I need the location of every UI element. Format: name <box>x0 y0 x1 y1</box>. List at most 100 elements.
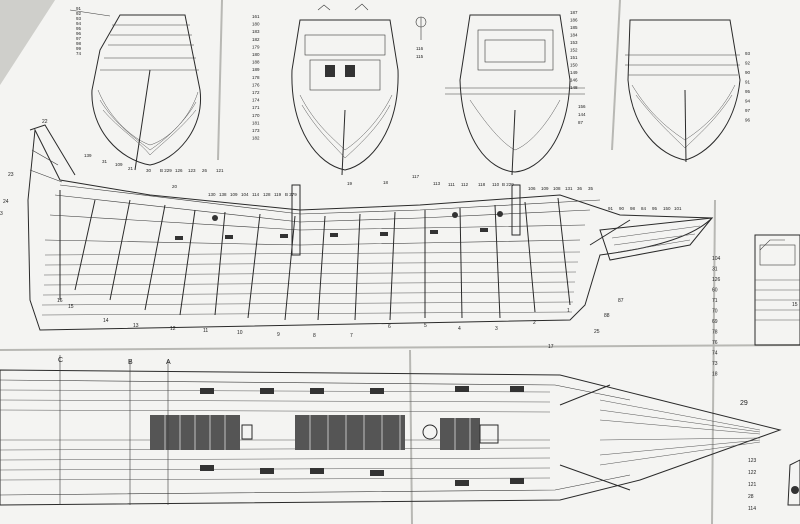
callout-label: 21 <box>128 166 134 171</box>
callout-label: B 229 <box>502 182 514 187</box>
bow-side-detail <box>754 234 800 346</box>
callout-label: 97 <box>745 108 751 113</box>
callout-label: 15 <box>68 304 74 310</box>
callout-label: 1 <box>567 308 570 314</box>
callout-label: 99 <box>76 46 82 51</box>
callout-label: 146 <box>570 78 578 83</box>
callout-label: 121 <box>748 482 757 488</box>
callout-label: 101 <box>674 206 682 211</box>
callout-label: 94 <box>76 21 82 26</box>
callout-label: 95 <box>76 26 82 31</box>
callout-label: 28 <box>748 494 754 500</box>
callout-label: 131 <box>565 186 573 191</box>
callout-label: 109 <box>541 186 549 191</box>
callout-label: 91 <box>76 6 82 11</box>
callout-label: 71 <box>712 298 718 304</box>
callout-label: 130 <box>208 192 216 197</box>
callout-label: 19 <box>347 181 353 186</box>
callout-label: 180 <box>252 52 260 57</box>
callout-label: 108 <box>553 186 561 191</box>
callout-label: 126 <box>175 168 183 173</box>
fold-line <box>611 0 621 151</box>
callout-label: 116 <box>416 46 424 51</box>
callout-label: 112 <box>461 182 469 187</box>
callout-label: 98 <box>630 206 636 211</box>
callout-label: 23 <box>8 172 14 178</box>
callout-label: 69 <box>712 319 718 325</box>
callout-label: 92 <box>745 61 751 66</box>
callout-label: 98 <box>76 41 82 46</box>
callout-label: 6 <box>388 324 391 330</box>
callout-label: 25 <box>594 329 600 335</box>
callout-label: 176 <box>252 82 260 87</box>
stern-top-callout: 22 <box>42 119 48 125</box>
callout-label: 60 <box>712 288 718 294</box>
callout-label: 185 <box>570 25 578 30</box>
callout-label: 180 <box>252 22 260 27</box>
callout-label: 187 <box>570 10 578 15</box>
callout-label: 76 <box>712 340 718 346</box>
callout-label: 144 <box>578 112 586 117</box>
callout-label: 104 <box>712 256 721 262</box>
callout-label: 110 <box>492 182 500 187</box>
bow-side-right-callout: 15 <box>792 302 798 308</box>
callout-label: 2 <box>533 320 536 326</box>
callout-label: B <box>128 359 133 366</box>
stern-view-2 <box>291 3 399 176</box>
callout-label: 3 <box>0 211 3 217</box>
callout-label: 123 <box>748 458 757 464</box>
callout-label: 181 <box>252 120 260 125</box>
callout-label: 26 <box>202 168 208 173</box>
callout-label: 5 <box>424 323 427 329</box>
deck-plan <box>0 355 782 506</box>
callout-label: 173 <box>252 128 260 133</box>
callout-label: 114 <box>252 192 260 197</box>
callout-label: 15 <box>792 302 798 308</box>
callout-label: 156 <box>578 104 586 109</box>
callout-label: 16 <box>57 298 63 304</box>
callout-label: 138 <box>219 192 227 197</box>
callout-label: 12 <box>170 326 176 332</box>
callout-label: 126 <box>712 277 721 283</box>
callout-label: 111 <box>448 182 455 187</box>
callout-label: 184 <box>570 33 578 38</box>
callout-label: 4 <box>458 326 461 332</box>
callout-label: 150 <box>663 206 671 211</box>
stern-view-3 <box>415 14 585 176</box>
callout-label: B 279 <box>285 192 297 197</box>
callout-label: 153 <box>570 40 578 45</box>
callout-label: 113 <box>433 181 441 186</box>
callout-label: 95 <box>652 206 658 211</box>
callout-29: 29 <box>740 400 748 407</box>
fold-line <box>409 349 413 524</box>
fold-line <box>217 0 223 161</box>
callout-label: 94 <box>745 99 751 104</box>
callout-label: 172 <box>252 90 260 95</box>
callout-label: 35 <box>588 186 594 191</box>
callout-label: 78 <box>712 330 718 336</box>
callout-label: 74 <box>76 51 82 56</box>
callout-label: 93 <box>745 51 751 56</box>
fold-line <box>0 344 800 351</box>
callout-label: 18 <box>712 372 718 378</box>
callout-label: 8 <box>313 333 316 339</box>
callout-label: 93 <box>76 16 82 21</box>
callout-label: B 229 <box>160 168 172 173</box>
callout-label: 186 <box>570 18 578 23</box>
callout-label: 91 <box>608 206 614 211</box>
callout-label: 149 <box>570 70 578 75</box>
callout-label: 7 <box>350 333 353 339</box>
stern-view-1 <box>69 9 202 171</box>
callout-label: 121 <box>216 168 224 173</box>
callout-label: 97 <box>76 36 82 41</box>
callout-label: 119 <box>274 192 282 197</box>
callout-label: 139 <box>84 153 92 158</box>
callout-label: 183 <box>252 29 260 34</box>
